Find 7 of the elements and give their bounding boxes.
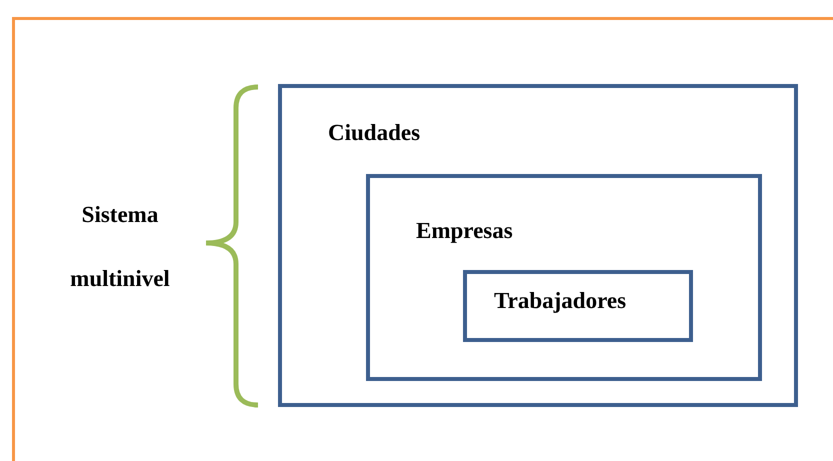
- box-title: Trabajadores: [494, 288, 626, 314]
- nested-box: [463, 270, 693, 342]
- nested-box: [366, 174, 762, 381]
- nested-box: [278, 84, 798, 407]
- box-title: Empresas: [416, 218, 513, 244]
- side-label: Sistema multinivel: [69, 201, 171, 293]
- box-title: Ciudades: [328, 120, 420, 146]
